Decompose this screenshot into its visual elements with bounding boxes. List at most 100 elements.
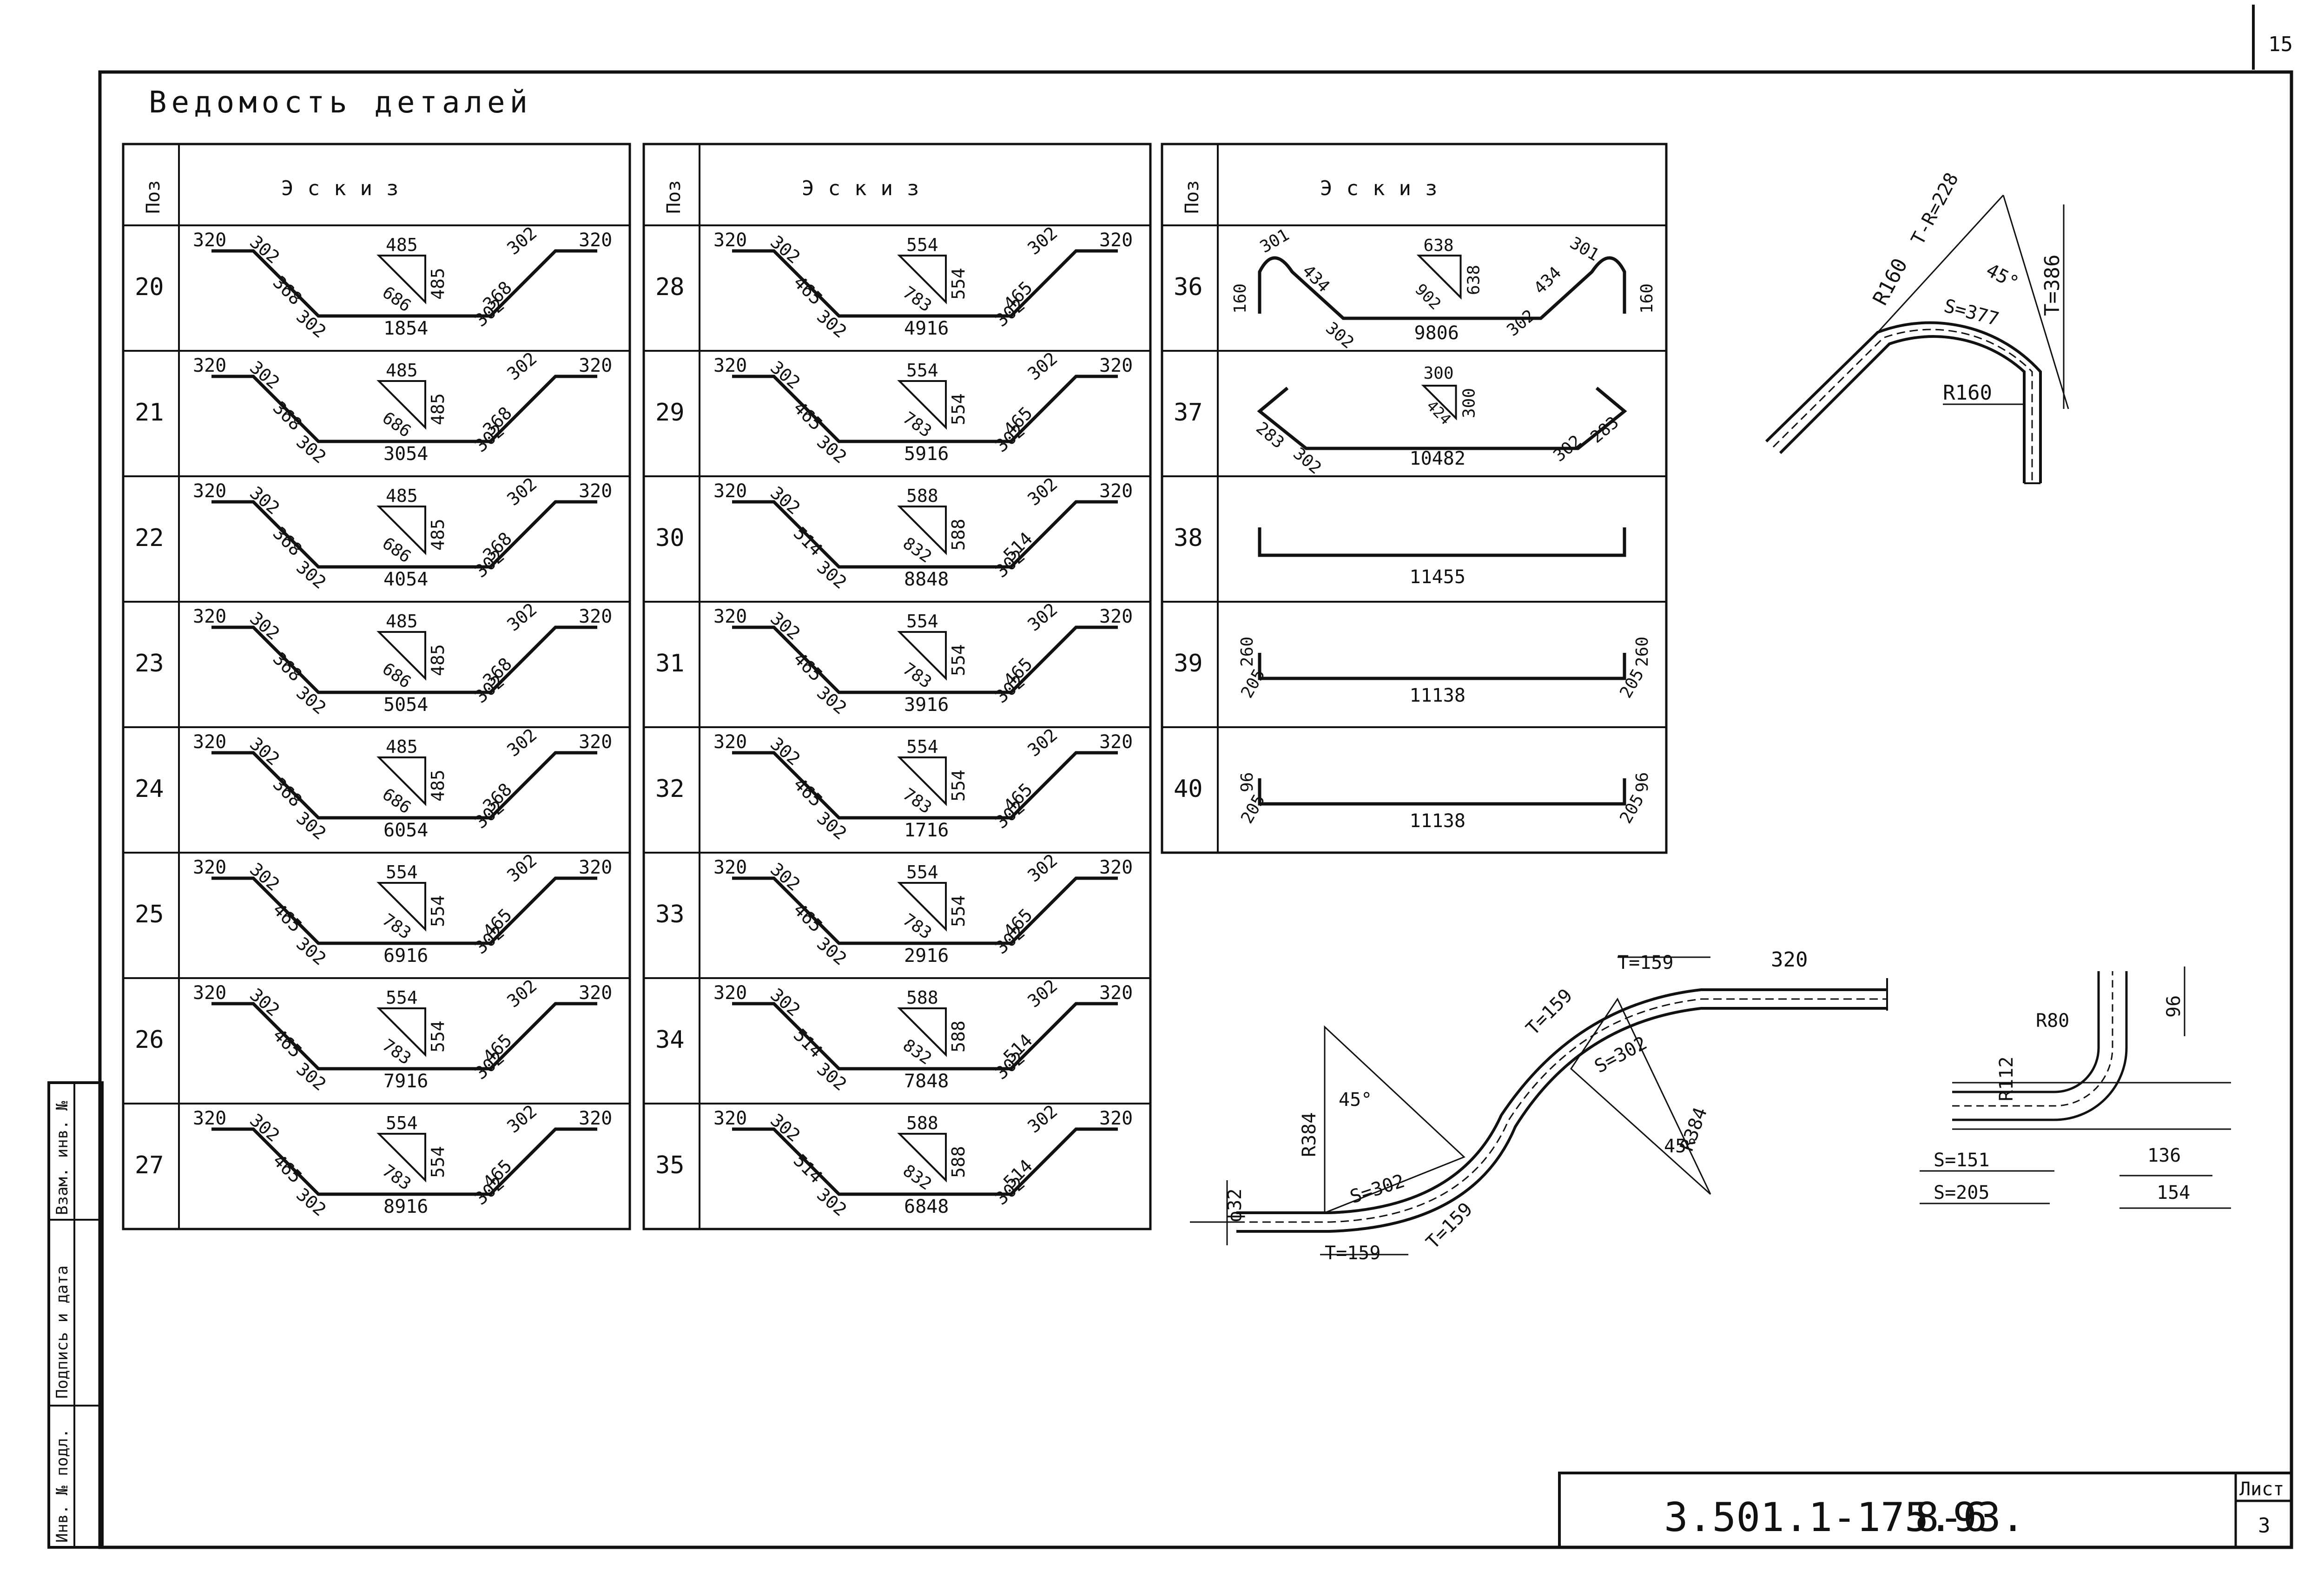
dim-end-left: 320 xyxy=(193,731,226,753)
row-pos: 23 xyxy=(135,650,164,677)
dim-bend-right-top: 302 xyxy=(503,223,541,259)
dim-length: 6054 xyxy=(383,820,428,841)
dim-bend-left-top: 302 xyxy=(766,859,804,895)
triangle-v: 588 xyxy=(948,519,969,551)
dim-bend-right-top: 302 xyxy=(1024,473,1062,510)
triangle-v: 300 xyxy=(1460,388,1479,418)
dim-bend-left-bottom: 302 xyxy=(813,431,851,467)
triangle-h: 588 xyxy=(906,1113,938,1133)
s-dia-label: ф32 xyxy=(1224,1189,1246,1222)
triangle-h: 638 xyxy=(1424,236,1454,255)
dim-up-left: 96 xyxy=(1238,772,1257,792)
bar-sketch xyxy=(211,500,597,569)
dim-end-left: 320 xyxy=(193,1108,226,1129)
dim-up-right: 96 xyxy=(1633,772,1652,792)
dim-slope-left: 465 xyxy=(269,1150,306,1187)
dim-bend-right-top: 302 xyxy=(503,850,541,886)
dim-bend-left-bottom: 302 xyxy=(292,1184,330,1220)
row-pos: 33 xyxy=(655,901,685,928)
dim-end-left: 320 xyxy=(713,1108,747,1129)
slope-triangle xyxy=(376,756,426,806)
triangle-s: 686 xyxy=(379,283,415,316)
dim-end-left: 320 xyxy=(193,480,226,502)
strip-label-inventory: Инв. № подл. xyxy=(53,1428,72,1543)
triangle-h: 554 xyxy=(906,235,938,255)
dim-bend-left-top: 302 xyxy=(246,357,284,393)
dim-length: 1854 xyxy=(383,318,428,339)
s-r1-label: R384 xyxy=(1299,1112,1320,1157)
triangle-v: 554 xyxy=(428,895,448,927)
dim-bend-right-top: 302 xyxy=(503,724,541,761)
dim-bend-left-top: 302 xyxy=(766,231,804,268)
slope-triangle xyxy=(897,380,947,430)
dim-length: 11455 xyxy=(1410,566,1466,588)
dim-end-right: 320 xyxy=(579,731,612,753)
slope-triangle xyxy=(1421,385,1457,421)
triangle-h: 485 xyxy=(386,611,418,631)
triangle-s: 783 xyxy=(899,408,935,441)
left-strip: Взам. инв. № Подпись и дата Инв. № подл. xyxy=(47,1081,104,1549)
dim-end-left: 320 xyxy=(713,606,747,627)
header-sketch: Эскиз xyxy=(281,177,412,200)
strip-label-replacement: Взам. инв. № xyxy=(53,1101,72,1215)
triangle-s: 832 xyxy=(899,1036,935,1069)
dim-bend-left-bottom: 302 xyxy=(292,933,330,969)
dim-end-right: 320 xyxy=(1099,982,1133,1004)
row-pos: 25 xyxy=(135,901,164,928)
triangle-s: 832 xyxy=(899,1161,935,1194)
dim-end-right: 320 xyxy=(1099,480,1133,502)
dim-bend-left-top: 302 xyxy=(766,1110,804,1146)
bar-sketch xyxy=(211,876,597,945)
bar-sketch xyxy=(1258,778,1626,806)
dim-bend-right-top: 302 xyxy=(1024,724,1062,761)
bend-t-label: T=386 xyxy=(2040,255,2064,316)
sheet-number: 3 xyxy=(2258,1514,2271,1538)
dim-length: 5916 xyxy=(904,443,949,465)
row-pos: 40 xyxy=(1174,775,1203,803)
triangle-h: 485 xyxy=(386,736,418,757)
dim-arc-left: 301 xyxy=(1257,225,1293,257)
dim-length: 7848 xyxy=(904,1071,949,1092)
dim-bend-right-top: 302 xyxy=(503,1101,541,1137)
dim-bend-left-bottom: 302 xyxy=(813,306,851,342)
row-pos: 26 xyxy=(135,1026,164,1054)
dim-bend-left-top: 302 xyxy=(246,1110,284,1146)
header-pos: Поз xyxy=(1182,180,1203,214)
dim-bend-left-top: 302 xyxy=(766,482,804,519)
bar-sketch xyxy=(211,1002,597,1071)
dim-slope-left: 465 xyxy=(790,397,827,434)
row-pos: 28 xyxy=(655,273,685,301)
row-pos: 34 xyxy=(655,1026,685,1054)
dim-length: 9806 xyxy=(1414,322,1459,344)
dim-bend-left-bottom: 302 xyxy=(813,682,851,718)
dim-slope-left: 465 xyxy=(269,1025,306,1062)
triangle-v: 554 xyxy=(428,1146,448,1178)
dim-bend-left: 302 xyxy=(1322,318,1357,352)
bar-sketch xyxy=(732,1127,1118,1196)
triangle-v: 554 xyxy=(948,268,969,300)
s-s2-label: S=302 xyxy=(1591,1032,1651,1078)
row-pos: 37 xyxy=(1174,399,1203,427)
dim-end-right: 320 xyxy=(579,480,612,502)
triangle-s: 783 xyxy=(899,283,935,316)
dim-bend-right-top: 302 xyxy=(503,599,541,635)
bar-sketch xyxy=(732,500,1118,569)
row-pos: 31 xyxy=(655,650,685,677)
triangle-s: 783 xyxy=(899,659,935,692)
dim-end-left: 320 xyxy=(193,230,226,251)
triangle-h: 588 xyxy=(906,486,938,506)
doc-code: 3.501.1-175.93. xyxy=(1664,1494,2025,1541)
triangle-v: 485 xyxy=(428,393,448,425)
dim-bend-left-bottom: 302 xyxy=(292,557,330,593)
dim-slope-left: 465 xyxy=(790,272,827,309)
sheet-label: Лист xyxy=(2239,1479,2284,1500)
row-pos: 29 xyxy=(655,399,685,427)
doc-sheet-id: 8-6 xyxy=(1915,1494,1987,1541)
dim-bend-right-top: 302 xyxy=(1024,223,1062,259)
hook-s151-label: S=151 xyxy=(1934,1150,1989,1171)
triangle-s: 902 xyxy=(1411,280,1445,314)
sheet-frame xyxy=(98,70,2293,1549)
